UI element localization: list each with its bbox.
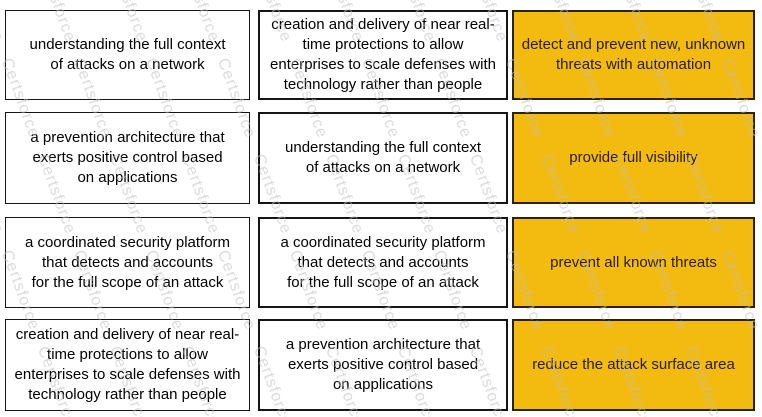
middle-card-2-label: understanding the full context of attack… [285,139,481,176]
middle-card-1-label: creation and delivery of near real- time… [270,16,496,93]
left-card-1-label: understanding the full context of attack… [29,36,226,73]
left-card-4-label: creation and delivery of near real- time… [14,326,241,403]
middle-card-3[interactable]: a coordinated security platform that det… [258,217,508,308]
left-card-2[interactable]: a prevention architecture that exerts po… [5,112,250,204]
target-card-4[interactable]: reduce the attack surface area [512,319,755,411]
left-card-4[interactable]: creation and delivery of near real- time… [5,319,250,411]
target-card-4-label: reduce the attack surface area [532,356,735,373]
left-card-2-label: a prevention architecture that exerts po… [30,129,225,186]
middle-card-3-label: a coordinated security platform that det… [280,233,486,291]
middle-card-2[interactable]: understanding the full context of attack… [258,112,508,204]
middle-card-4-label: a prevention architecture that exerts po… [285,336,481,393]
middle-card-1[interactable]: creation and delivery of near real- time… [258,10,508,100]
left-card-3-label: a coordinated security platform that det… [24,233,231,291]
left-card-3[interactable]: a coordinated security platform that det… [5,217,250,308]
target-card-2-label: provide full visibility [569,149,698,166]
middle-card-4[interactable]: a prevention architecture that exerts po… [258,319,508,411]
target-card-3[interactable]: prevent all known threats [512,217,755,308]
left-card-1[interactable]: understanding the full context of attack… [5,10,250,100]
target-card-3-label: prevent all known threats [550,253,717,271]
target-card-2[interactable]: provide full visibility [512,112,755,204]
target-card-1-label: detect and prevent new, unknown threats … [521,36,746,73]
target-card-1[interactable]: detect and prevent new, unknown threats … [512,10,755,100]
